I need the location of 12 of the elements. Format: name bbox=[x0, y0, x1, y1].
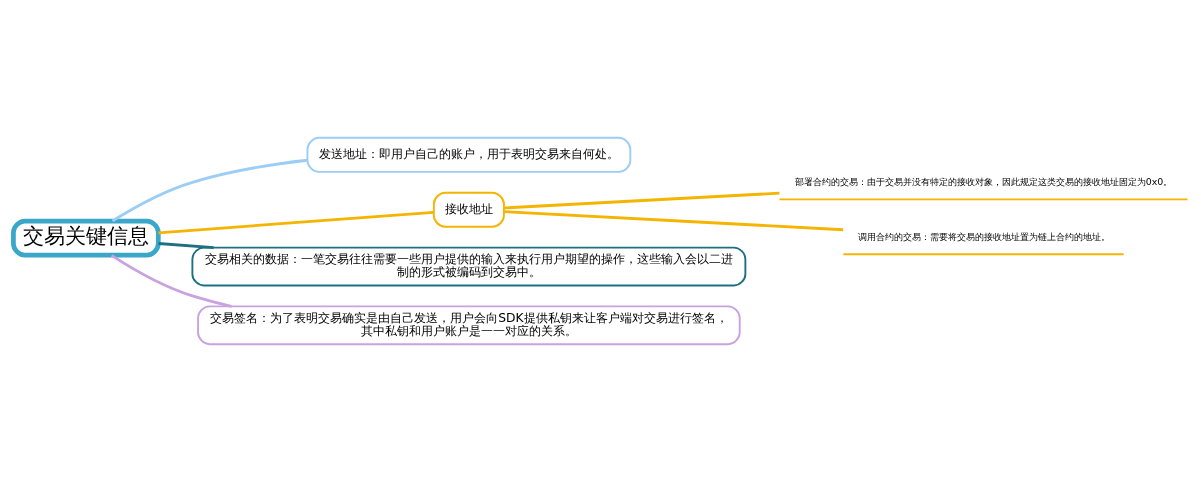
connector bbox=[158, 242, 214, 250]
connector bbox=[504, 191, 780, 210]
node-box: 交易相关的数据：一笔交易往往需要一些用户提供的输入来执行用户期望的操作，这些输入会以二进制的形式被编码到交易中。 bbox=[191, 246, 747, 287]
connector bbox=[504, 210, 844, 232]
node-box: 交易关键信息 bbox=[11, 218, 161, 258]
node-text: 调用合约的交易：需要将交易的接收地址置为链上合约的地址。 bbox=[857, 230, 1110, 242]
connector bbox=[158, 210, 434, 235]
node-box: 发送地址：即用户自己的账户，用于表明交易来自何处。 bbox=[306, 136, 632, 173]
node-text: 部署合约的交易：由于交易并没有特定的接收对象，因此规定这类交易的接收地址固定为0x0。 bbox=[794, 175, 1173, 187]
node-box: 交易签名：为了表明交易确实是由自己发送，用户会向SDK提供私钥来让客户端对交易进行签名，其中私钥和用户账户是一一对应的关系。 bbox=[197, 305, 741, 346]
node-box: 接收地址 bbox=[432, 191, 505, 228]
connector bbox=[111, 158, 308, 223]
